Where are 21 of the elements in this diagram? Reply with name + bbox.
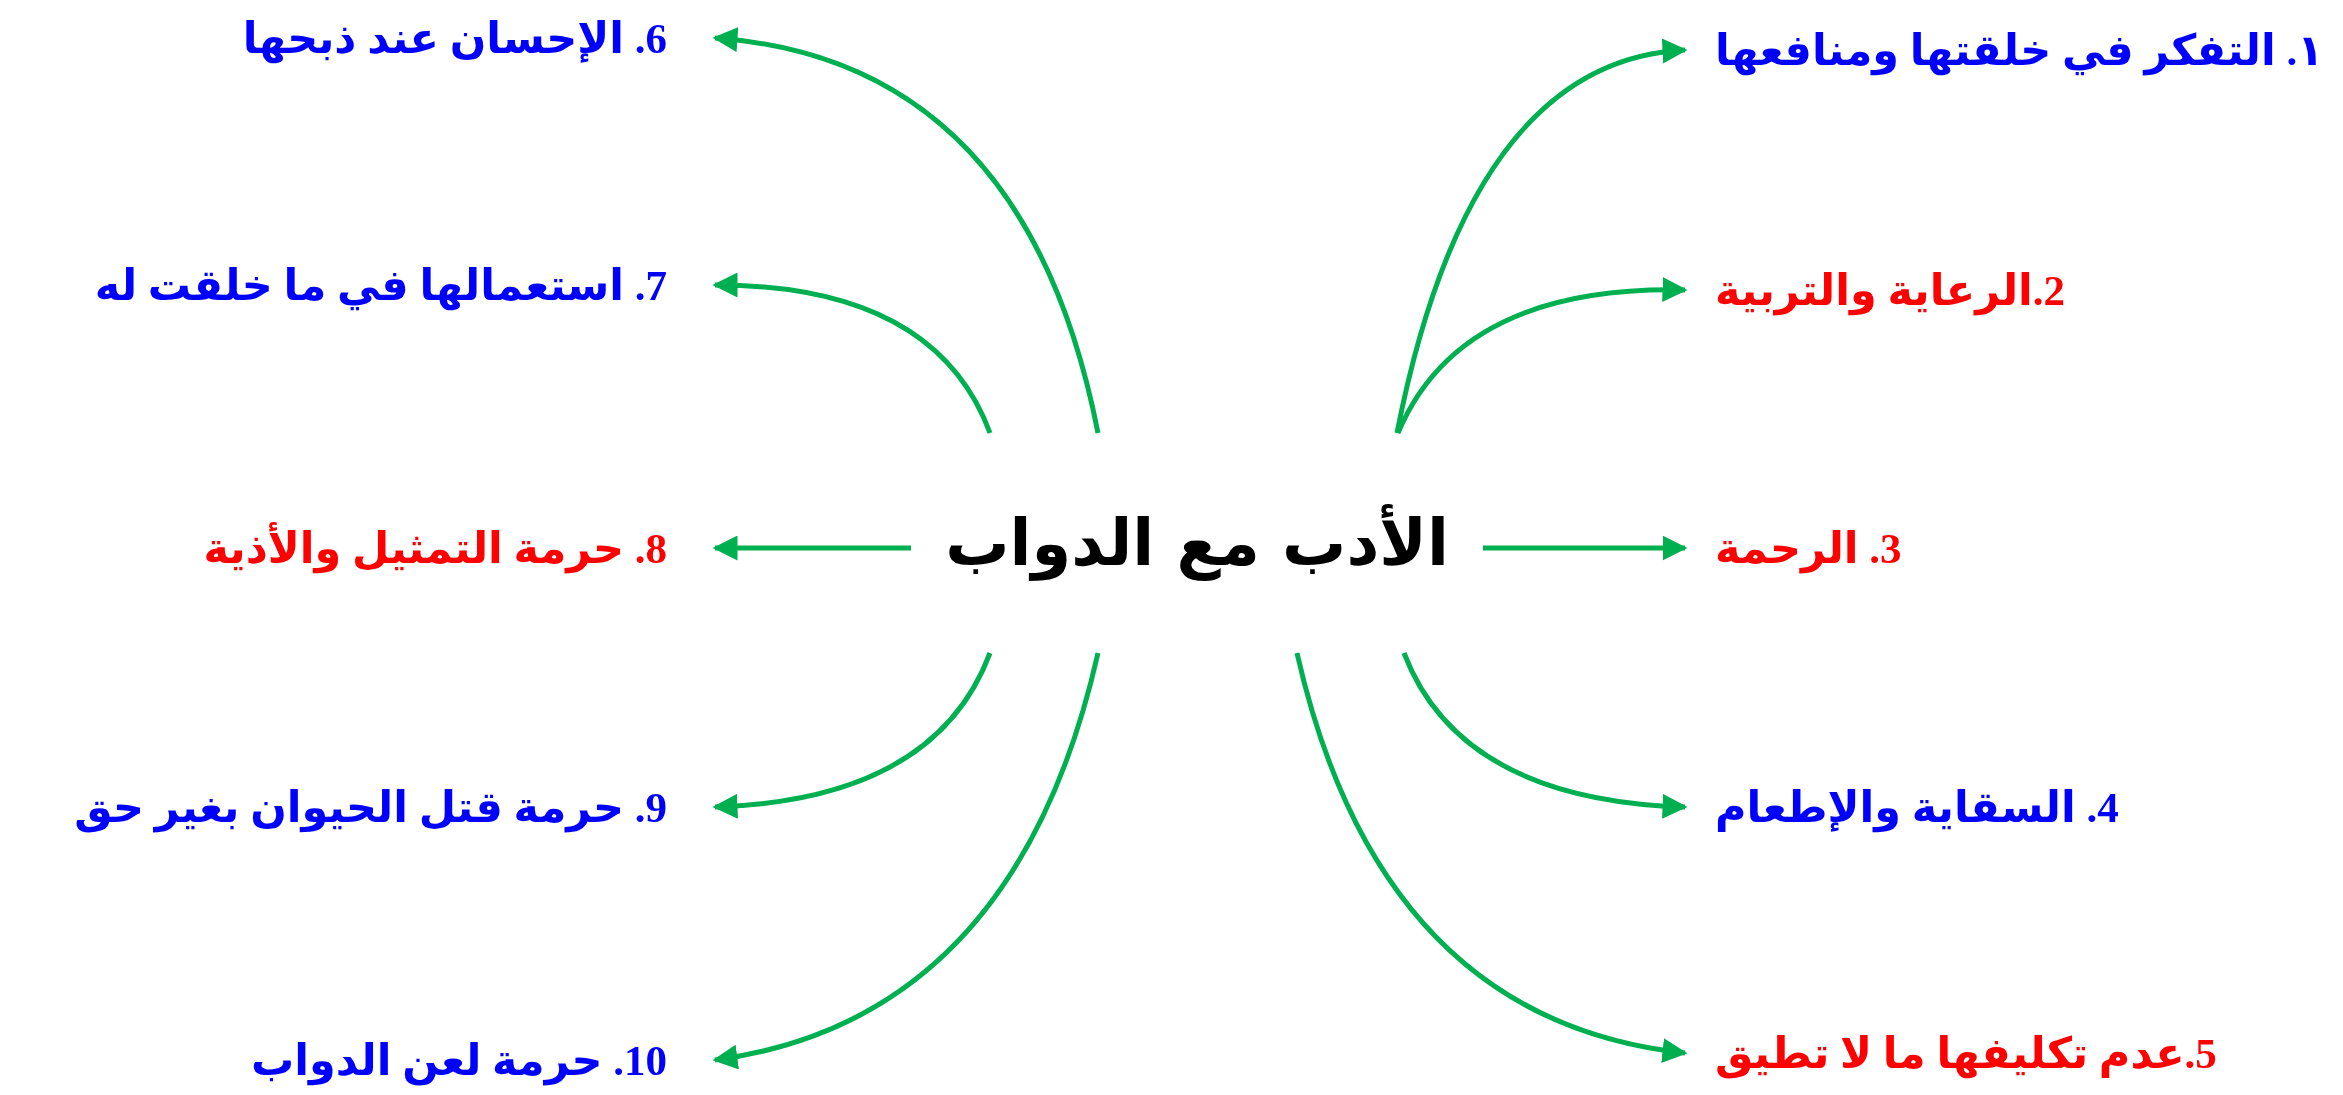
arrow [712,273,993,434]
branch-label: 5.عدم تكليفها ما لا تطيق [1685,1015,2217,1091]
branch-label: 3. الرحمة [1685,510,1902,586]
branch-label: ١. التفكر في خلقتها ومنافعها [1685,12,2324,88]
arrow [712,28,1101,434]
branch-label: 2.الرعاية والتربية [1685,252,2066,328]
central-topic: الأدب مع الدواب [911,433,1483,653]
arrow [1395,277,1688,435]
branch-label: 7. استعمالها في ما خلقت له [94,247,715,323]
arrow [712,652,993,819]
arrow [712,535,911,561]
arrow [1483,535,1688,561]
branch-label: 8. حرمة التمثيل والأذية [203,510,715,586]
branch-label: 9. حرمة قتل الحيوان بغير حق [74,769,715,845]
arrow [1394,40,1688,434]
branch-label: 10. حرمة لعن الدواب [251,1022,715,1095]
arrow [1294,652,1688,1062]
arrow [712,652,1101,1069]
branch-label: 4. السقاية والإطعام [1685,769,2119,845]
branch-label: 6. الإحسان عند ذبحها [242,0,715,76]
arrow [1401,651,1688,819]
